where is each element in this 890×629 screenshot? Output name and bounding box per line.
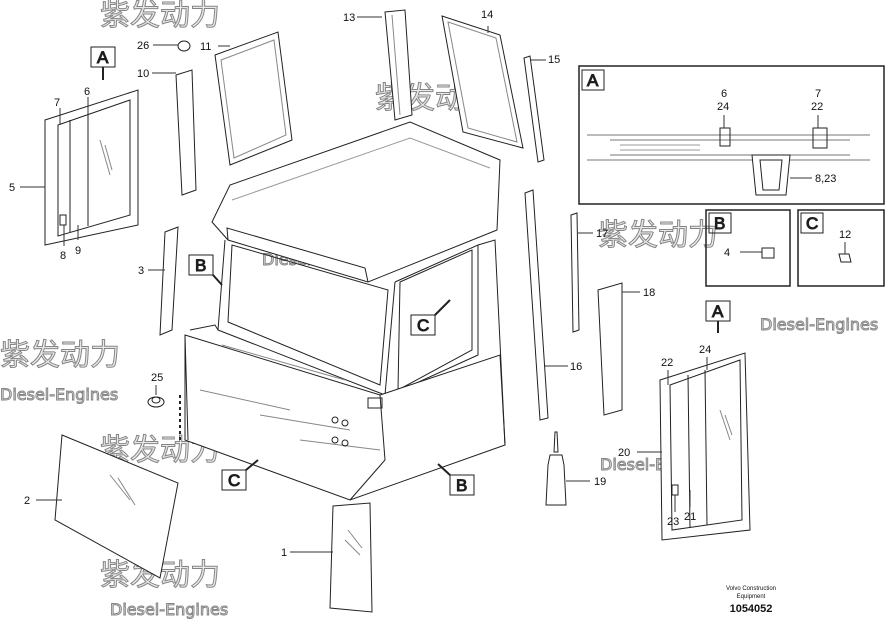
callout-2: 2 [24,495,30,507]
callout-13: 13 [343,12,355,24]
label-box-b-cab: B [188,254,223,286]
part-25-grommet [147,396,165,408]
callout-24-right: 24 [699,344,711,356]
svg-text:Diesel-Engines: Diesel-Engines [760,315,878,334]
label-box-c-body: C [221,459,259,491]
left-door-assembly [44,89,139,246]
callout-14: 14 [481,9,493,21]
label-box-a-detail: A [581,69,605,91]
callout-7-detail: 7 [815,88,821,100]
svg-text:A: A [97,48,109,67]
callout-8-left: 8 [60,250,66,262]
callout-6-left: 6 [84,86,90,98]
svg-text:C: C [417,316,429,335]
part-10-pillar [175,69,197,196]
callout-11: 11 [200,41,211,53]
callout-26: 26 [137,40,149,52]
callout-16: 16 [570,361,582,373]
callout-7-left: 7 [54,97,60,109]
label-box-c-detail: C [800,212,824,234]
part-15-strip [523,55,545,163]
callout-20: 20 [618,447,630,459]
detail-b-panel [705,209,791,287]
svg-text:B: B [714,214,725,233]
detail-a-panel [578,65,885,205]
drawing-number: 1054052 [729,603,773,615]
part-16-strip [524,189,549,421]
callout-17: 17 [596,228,608,240]
svg-text:C: C [228,471,240,490]
callout-22-right: 22 [661,357,673,369]
svg-text:C: C [806,214,818,233]
svg-text:紫发动力: 紫发动力 [598,218,718,253]
svg-text:B: B [195,256,206,275]
part-17-strip [570,212,580,333]
brand-caption: Volvo Construction Equipment [706,585,796,601]
label-box-b-detail: B [708,212,732,234]
brand-line-1: Volvo Construction [725,586,777,592]
svg-text:Diesel-Engines: Diesel-Engines [0,385,118,404]
callout-24-detail: 24 [717,101,729,113]
part-26-cap [177,40,191,52]
callout-3: 3 [138,265,144,277]
callout-21-right: 21 [684,511,696,523]
part-18-trim [597,282,623,416]
callout-15: 15 [548,54,560,66]
label-box-a-left: A [90,46,116,80]
svg-text:紫发动力: 紫发动力 [0,338,120,373]
callout-18: 18 [643,287,655,299]
callout-23-right: 23 [667,516,679,528]
svg-text:B: B [456,476,467,495]
callout-12: 12 [839,229,851,241]
detail-c-panel [797,209,885,287]
part-14-glass [441,15,524,149]
callout-9-left: 9 [75,245,81,257]
cab-assembly [179,121,506,501]
callout-19: 19 [594,476,606,488]
svg-text:Diesel-Engines: Diesel-Engines [110,600,228,619]
label-box-b-body: B [437,463,475,496]
part-3-strip [159,226,179,336]
part-11-glass [214,31,293,166]
callout-8-23-detail: 8,23 [815,173,836,185]
svg-text:紫发动力: 紫发动力 [100,0,220,33]
part-13-strip [384,9,413,121]
right-door-assembly [659,352,751,541]
callout-4: 4 [724,247,730,259]
callout-10: 10 [137,68,149,80]
part-2-glass [54,434,179,579]
part-1-glass [329,502,373,613]
callout-1: 1 [281,547,287,559]
svg-text:A: A [587,71,599,90]
callout-6-detail: 6 [721,88,727,100]
callout-5: 5 [9,182,15,194]
callout-numbers: 13 14 15 11 26 10 5 7 6 8 9 3 25 2 1 17 … [9,9,851,559]
brand-line-2: Equipment [736,594,766,600]
callout-25: 25 [151,372,163,384]
leader-lines [20,16,846,553]
label-box-a-right: A [705,300,731,333]
callout-22-detail: 22 [811,101,823,113]
part-19-bottle [545,431,567,506]
label-box-c-window: C [410,299,451,336]
svg-text:A: A [712,302,724,321]
